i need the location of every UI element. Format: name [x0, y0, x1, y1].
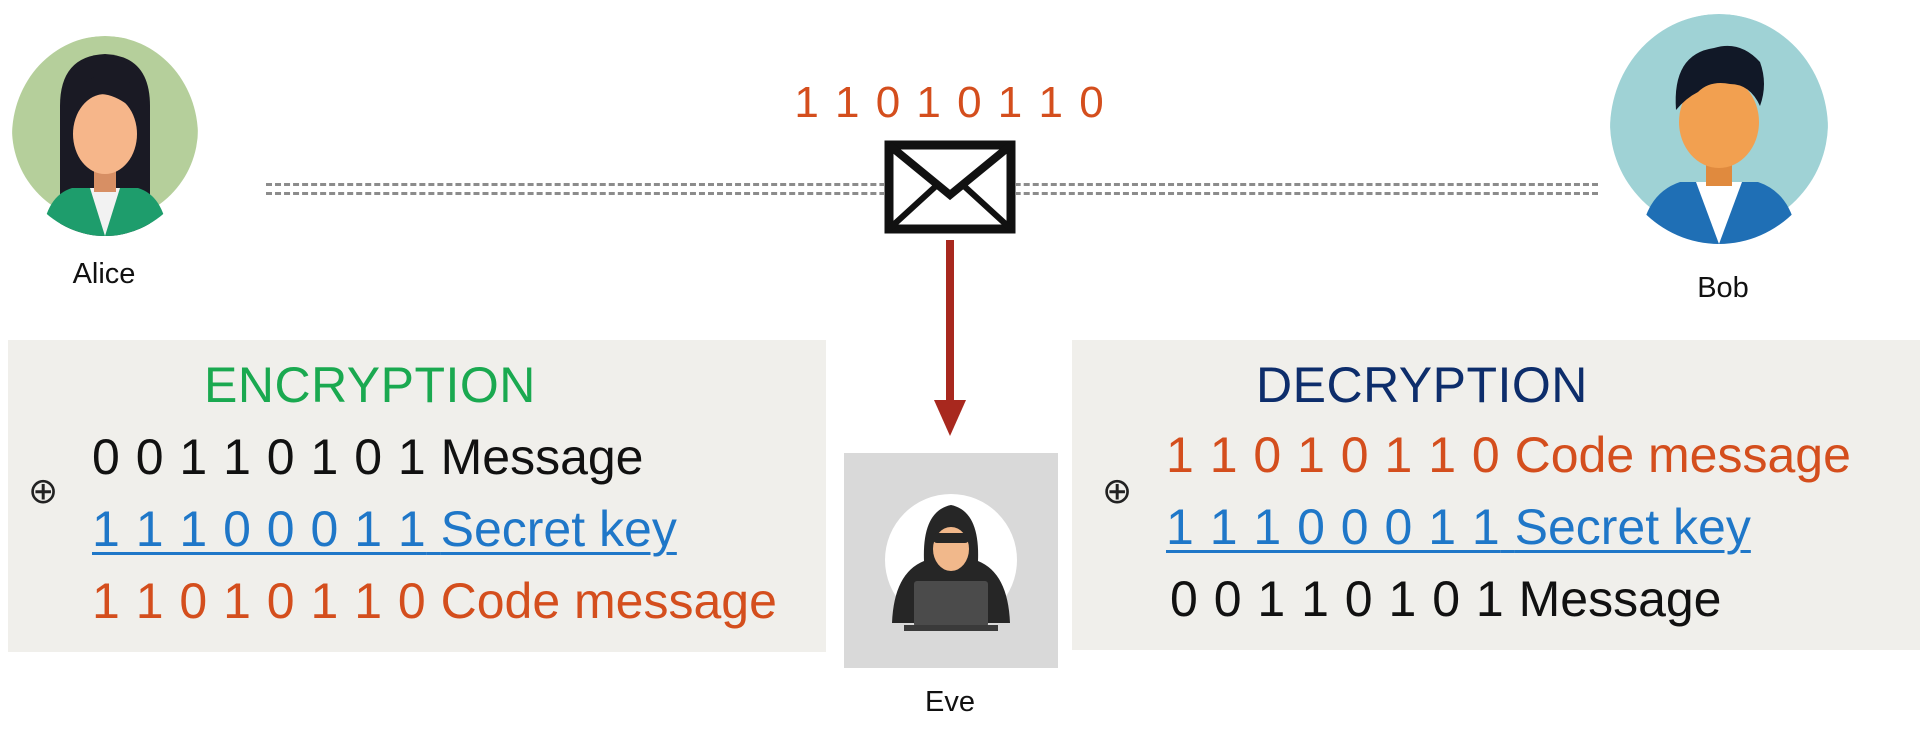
bob-label: Bob — [1697, 272, 1749, 304]
alice-label: Alice — [72, 258, 136, 290]
decryption-row-secret-key: 1 1 1 0 0 0 1 1 Secret key — [1166, 498, 1751, 556]
row-label: Code message — [1514, 427, 1851, 483]
alice-avatar — [12, 36, 198, 236]
bits: 0 0 1 1 0 1 0 1 — [92, 429, 427, 485]
alice-icon — [12, 36, 198, 236]
hacker-icon — [885, 494, 1017, 631]
row-label: Message — [1518, 571, 1722, 627]
envelope-icon — [884, 140, 1016, 234]
eve-panel — [844, 453, 1058, 668]
decryption-title: DECRYPTION — [1256, 357, 1588, 413]
row-label: Secret key — [440, 501, 677, 557]
eve-label: Eve — [925, 686, 975, 718]
encryption-row-message: 0 0 1 1 0 1 0 1 Message — [92, 428, 644, 486]
decryption-row-message: 0 0 1 1 0 1 0 1 Message — [1170, 570, 1722, 628]
decryption-row-code-message: 1 1 0 1 0 1 1 0 Code message — [1166, 426, 1851, 484]
bob-avatar — [1610, 14, 1828, 244]
bits: 1 1 1 0 0 0 1 1 — [1166, 499, 1501, 555]
xor-operator: ⊕ — [1102, 470, 1133, 511]
bits: 1 1 1 0 0 0 1 1 — [92, 501, 427, 557]
encryption-panel: ENCRYPTION ⊕ 0 0 1 1 0 1 0 1 Message 1 1… — [8, 340, 826, 652]
encryption-row-secret-key: 1 1 1 0 0 0 1 1 Secret key — [92, 500, 677, 558]
decryption-panel: DECRYPTION ⊕ 1 1 0 1 0 1 1 0 Code messag… — [1072, 340, 1920, 650]
bits: 1 1 0 1 0 1 1 0 — [1166, 427, 1501, 483]
bob-icon — [1610, 14, 1828, 244]
row-label: Code message — [440, 573, 777, 629]
down-arrow-icon — [934, 240, 966, 436]
encryption-row-code-message: 1 1 0 1 0 1 1 0 Code message — [92, 572, 777, 630]
bits: 0 0 1 1 0 1 0 1 — [1170, 571, 1505, 627]
row-label: Message — [440, 429, 644, 485]
xor-operator: ⊕ — [28, 470, 59, 511]
encryption-title: ENCRYPTION — [204, 357, 536, 413]
bits: 1 1 0 1 0 1 1 0 — [92, 573, 427, 629]
row-label: Secret key — [1514, 499, 1751, 555]
transmitted-bits: 1 1 0 1 0 1 1 0 — [794, 78, 1106, 127]
